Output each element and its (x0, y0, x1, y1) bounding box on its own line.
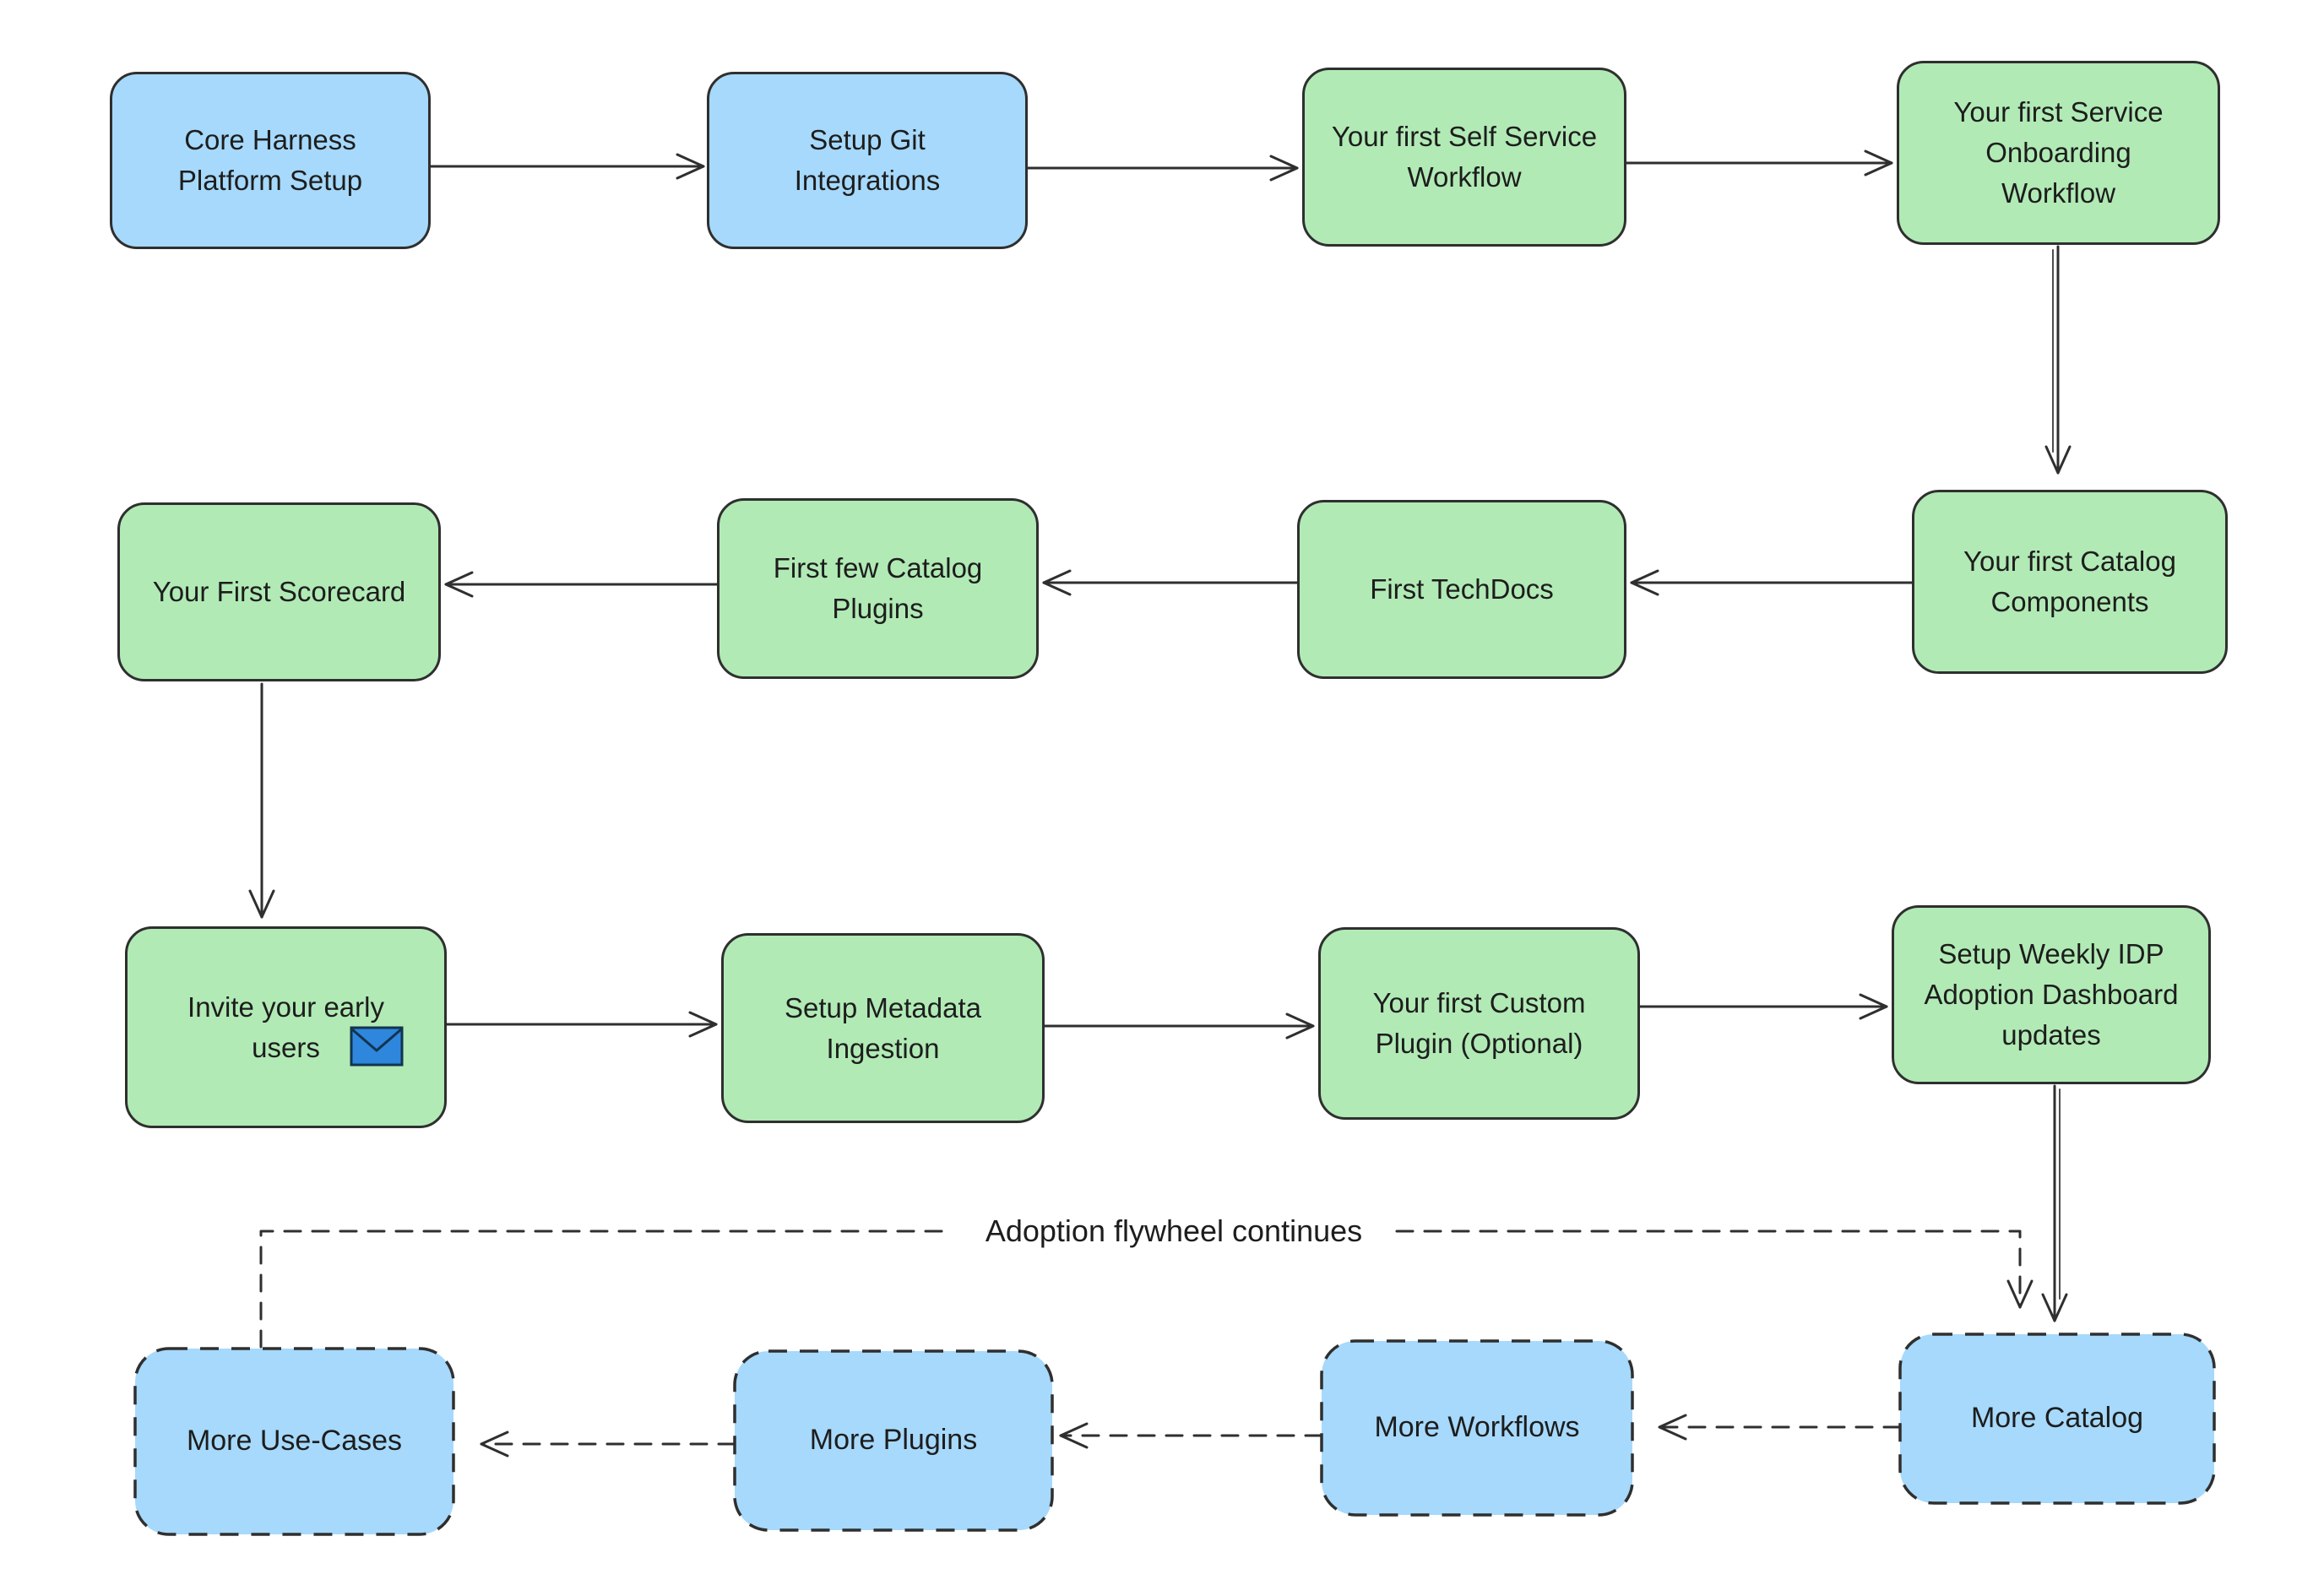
node-label: Setup Weekly IDP Adoption Dashboard upda… (1924, 938, 2179, 1050)
node-label: Your First Scorecard (152, 576, 406, 608)
node-first-self-service-workflow: Your first Self Service Workflow (1302, 68, 1626, 247)
node-more-catalog: More Catalog (1900, 1334, 2214, 1503)
node-label: Setup Git Integrations (794, 124, 941, 196)
node-label: More Plugins (809, 1424, 978, 1457)
node-core-harness-platform-setup: Core Harness Platform Setup (110, 72, 431, 249)
node-first-scorecard: Your First Scorecard (117, 502, 441, 681)
node-label: Setup Metadata Ingestion (785, 991, 981, 1064)
node-label: More Catalog (1970, 1402, 2144, 1435)
node-setup-metadata-ingestion: Setup Metadata Ingestion (721, 933, 1045, 1123)
node-label: Your first Service Onboarding Workflow (1953, 96, 2164, 209)
node-first-service-onboarding-workflow: Your first Service Onboarding Workflow (1897, 61, 2220, 245)
node-label: More Workflows (1374, 1411, 1580, 1444)
node-more-plugins: More Plugins (735, 1351, 1052, 1530)
node-first-few-catalog-plugins: First few Catalog Plugins (717, 498, 1039, 679)
node-label: Invite your early users (187, 991, 384, 1063)
node-label: Your first Custom Plugin (Optional) (1372, 987, 1586, 1059)
edge-flywheel-loop-left (259, 1230, 949, 1349)
node-first-catalog-components: Your first Catalog Components (1912, 490, 2228, 674)
node-label: Your first Catalog Components (1963, 546, 2176, 617)
node-invite-early-users: Invite your early users (125, 926, 447, 1128)
node-more-use-cases: More Use-Cases (135, 1349, 453, 1534)
node-weekly-idp-adoption-dashboard: Setup Weekly IDP Adoption Dashboard upda… (1892, 905, 2211, 1084)
node-label: More Use-Cases (186, 1425, 403, 1458)
node-more-workflows: More Workflows (1322, 1341, 1632, 1515)
node-label: First TechDocs (1370, 573, 1554, 605)
node-setup-git-integrations: Setup Git Integrations (707, 72, 1028, 249)
node-label: First few Catalog Plugins (773, 552, 983, 624)
node-first-custom-plugin: Your first Custom Plugin (Optional) (1318, 927, 1640, 1120)
node-label: Your first Self Service Workflow (1331, 121, 1598, 193)
node-label: Core Harness Platform Setup (177, 124, 363, 196)
envelope-icon (350, 1026, 404, 1067)
flywheel-label: Adoption flywheel continues (985, 1213, 1363, 1248)
edge-flywheel-loop-right (1395, 1230, 2033, 1309)
node-first-techdocs: First TechDocs (1297, 500, 1626, 679)
